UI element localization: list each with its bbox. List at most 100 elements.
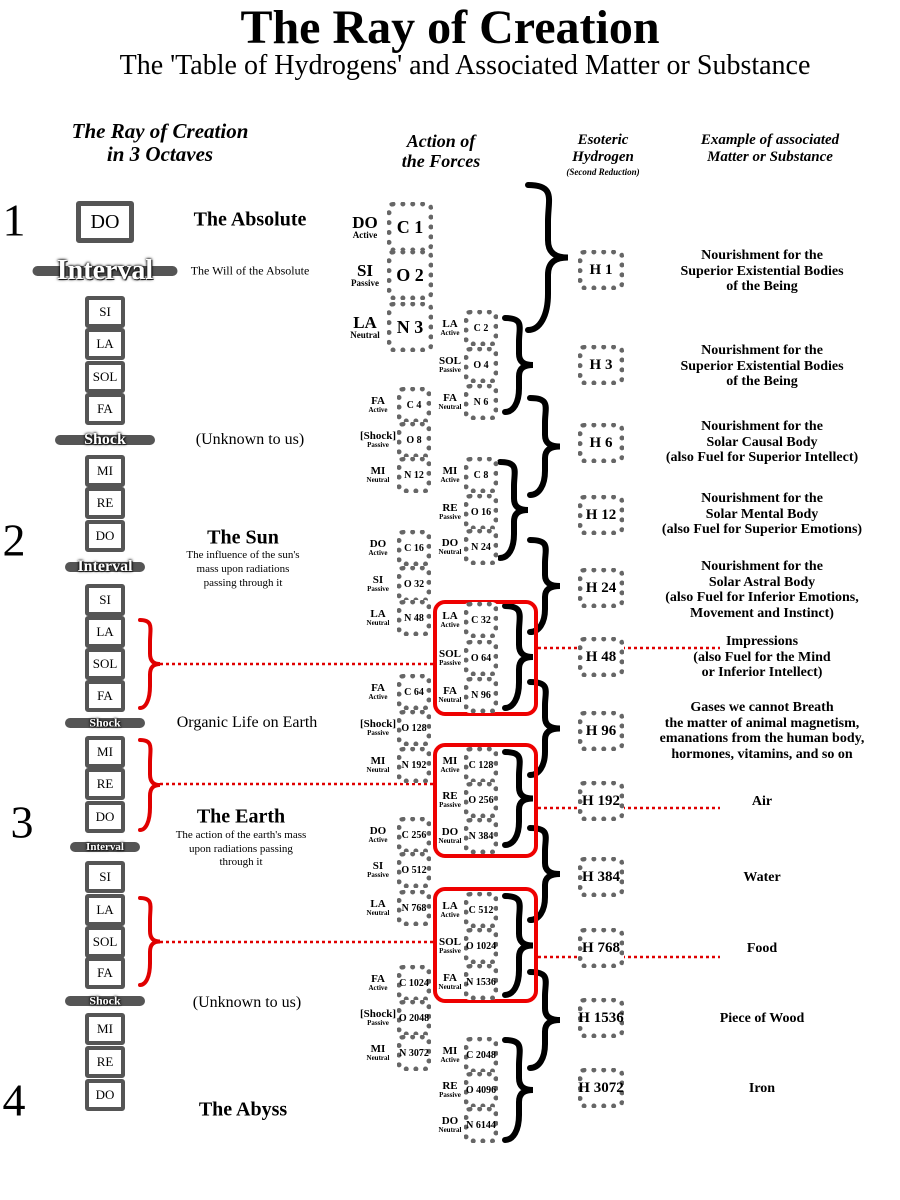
note-box: RE: [85, 487, 125, 519]
note-box: SOL: [85, 648, 125, 680]
note-box: SI: [85, 296, 125, 328]
force-mode: Passive: [439, 659, 461, 667]
hydrogen-cell: N 6144: [464, 1107, 498, 1143]
note-box: LA: [85, 894, 125, 926]
header-example: Example of associated Matter or Substanc…: [701, 132, 839, 165]
page-subtitle: The 'Table of Hydrogens' and Associated …: [119, 50, 811, 81]
force-mode: Passive: [439, 801, 461, 809]
level-label: The Will of the Absolute: [190, 263, 310, 278]
level-label: The Earth: [196, 805, 286, 828]
force-mode: Neutral: [438, 548, 462, 556]
level-label: Organic Life on Earth: [176, 714, 318, 731]
force-mode: Active: [440, 1056, 460, 1064]
force-note: SOL: [438, 355, 462, 367]
esoteric-hydrogen: H 48: [578, 637, 624, 677]
hydrogen-cell: O 512: [397, 852, 431, 888]
force-mode: Neutral: [366, 909, 390, 917]
force-note: MI: [370, 755, 386, 767]
example-substance: Piece of Wood: [720, 1011, 805, 1027]
force-note: LA: [370, 898, 386, 910]
example-line: Solar Causal Body: [706, 434, 818, 450]
force-note: FA: [371, 973, 385, 985]
force-note: MI: [442, 755, 458, 767]
hydrogen-cell: N 192: [397, 747, 431, 783]
note-box: FA: [85, 680, 125, 712]
example-line: Piece of Wood: [719, 1011, 805, 1026]
hydrogen-cell: C 1: [387, 202, 433, 252]
force-note: DO: [441, 537, 459, 549]
force-label: [Shock]Passive: [360, 1009, 396, 1027]
note-box: RE: [85, 768, 125, 800]
curly-brace-icon: [502, 749, 534, 848]
hydrogen-cell: N 768: [397, 890, 431, 926]
curly-brace-icon: [502, 1037, 534, 1143]
example-line: of the Being: [726, 279, 798, 294]
curly-brace-icon: [502, 603, 534, 711]
curly-brace-icon: [527, 969, 561, 1071]
force-note: RE: [442, 1080, 458, 1092]
curly-brace-icon: [527, 537, 561, 635]
example-line: or Inferior Intellect): [701, 665, 823, 680]
example-substance: Food: [747, 941, 777, 957]
header-example-line: Example of associated: [700, 132, 840, 148]
curly-brace-icon: [527, 679, 561, 778]
example-line: hormones, vitamins, and so on: [671, 746, 853, 762]
esoteric-hydrogen: H 12: [578, 495, 624, 535]
header-ray-line: The Ray of Creation: [71, 119, 249, 143]
hydrogen-cell: O 64: [464, 640, 498, 676]
level-label: The Abyss: [198, 1098, 288, 1121]
level-label: (Unknown to us): [195, 431, 305, 448]
level-label: The Sun: [207, 526, 279, 549]
force-note: FA: [443, 972, 457, 984]
force-note: LA: [442, 318, 458, 330]
hydrogen-cell: N 384: [464, 818, 498, 854]
force-mode: Neutral: [366, 619, 390, 627]
force-mode: Active: [440, 911, 460, 919]
force-note: [Shock]: [359, 430, 397, 442]
force-note: MI: [442, 465, 458, 477]
force-mode: Passive: [351, 278, 379, 288]
note-box: DO: [85, 801, 125, 833]
curly-brace-icon: [527, 825, 561, 923]
force-mode: Neutral: [438, 983, 462, 991]
header-example-line: Matter or Substance: [707, 148, 833, 165]
force-mode: Passive: [367, 1019, 389, 1027]
note-box: RE: [85, 1046, 125, 1078]
esoteric-hydrogen: H 384: [578, 857, 624, 897]
example-line: Iron: [748, 1081, 776, 1096]
force-note: DO: [369, 825, 387, 837]
force-mode: Passive: [439, 513, 461, 521]
interval-label: Interval: [86, 841, 124, 853]
force-note: FA: [371, 395, 385, 407]
example-line: emanations from the human body,: [659, 731, 865, 746]
force-mode: Passive: [439, 1091, 461, 1099]
level-label: The action of the earth's mass: [175, 829, 307, 841]
note-box: SI: [85, 861, 125, 893]
example-substance: Air: [752, 794, 772, 810]
example-line: (also Fuel for Superior Emotions): [661, 522, 863, 537]
interval-label: Interval: [56, 255, 154, 286]
force-note: [Shock]: [359, 1008, 397, 1020]
force-note: LA: [442, 900, 458, 912]
example-substance: Iron: [749, 1081, 775, 1097]
note-box: LA: [85, 616, 125, 648]
level-label: The influence of the sun's: [186, 549, 300, 561]
esoteric-hydrogen: H 96: [578, 711, 624, 751]
header-ray-line: in 3 Octaves: [106, 142, 214, 167]
hydrogen-cell: C 8: [464, 457, 498, 493]
force-mode: Passive: [367, 729, 389, 737]
esoteric-hydrogen: H 3072: [578, 1068, 624, 1108]
force-mode: Active: [440, 766, 460, 774]
hydrogen-cell: C 128: [464, 747, 498, 783]
